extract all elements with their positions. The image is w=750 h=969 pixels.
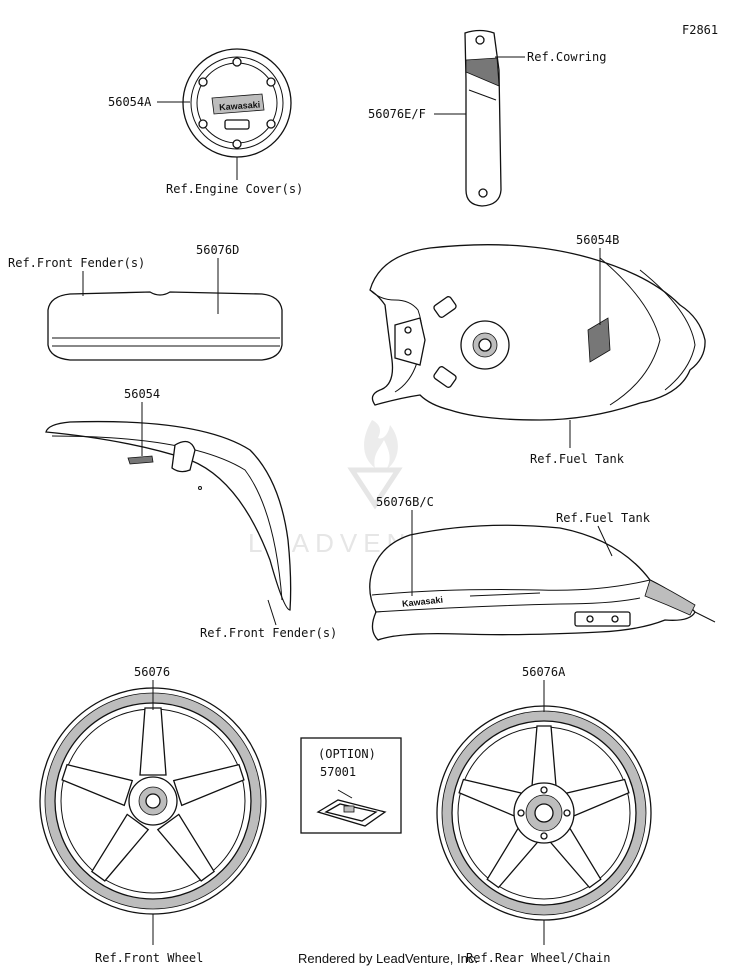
callout-56076: 56076 xyxy=(134,665,170,679)
front-fender-top-part xyxy=(47,291,283,361)
figure-code: F2861 xyxy=(682,23,718,37)
fuel-tank-logo: Kawasaki xyxy=(402,595,444,609)
front-wheel-part xyxy=(39,687,267,915)
callout-56076EF: 56076E/F xyxy=(368,107,426,121)
callout-56054B: 56054B xyxy=(576,233,619,247)
callout-ref-fuel-tank-2: Ref.Fuel Tank xyxy=(556,511,651,525)
callout-ref-cowring: Ref.Cowring xyxy=(527,50,606,64)
callout-56054: 56054 xyxy=(124,387,160,401)
fuel-tank-top-part xyxy=(369,244,706,421)
callout-56076BC: 56076B/C xyxy=(376,495,434,509)
callout-56076A: 56076A xyxy=(522,665,566,679)
callout-ref-front-fender-1: Ref.Front Fender(s) xyxy=(8,256,145,270)
option-box: (OPTION) 57001 xyxy=(300,737,402,834)
callout-ref-fuel-tank-1: Ref.Fuel Tank xyxy=(530,452,625,466)
fuel-tank-side-part: Kawasaki xyxy=(369,524,716,641)
callout-56076D: 56076D xyxy=(196,243,239,257)
credit-text: Rendered by LeadVenture, Inc. xyxy=(298,951,478,966)
engine-cover-part: Kawasaki xyxy=(182,48,292,158)
callout-57001: 57001 xyxy=(320,765,356,779)
callout-56054A: 56054A xyxy=(108,95,152,109)
engine-cover-logo: Kawasaki xyxy=(219,99,261,112)
rear-wheel-part xyxy=(436,705,652,921)
callout-ref-front-wheel: Ref.Front Wheel xyxy=(95,951,203,965)
front-fender-side-part xyxy=(45,420,292,611)
callout-ref-rear-wheel: Ref.Rear Wheel/Chain xyxy=(466,951,611,965)
callout-ref-engine-cover: Ref.Engine Cover(s) xyxy=(166,182,303,196)
cowring-part xyxy=(464,29,502,207)
callout-option: (OPTION) xyxy=(318,747,376,761)
callout-ref-front-fender-2: Ref.Front Fender(s) xyxy=(200,626,337,640)
